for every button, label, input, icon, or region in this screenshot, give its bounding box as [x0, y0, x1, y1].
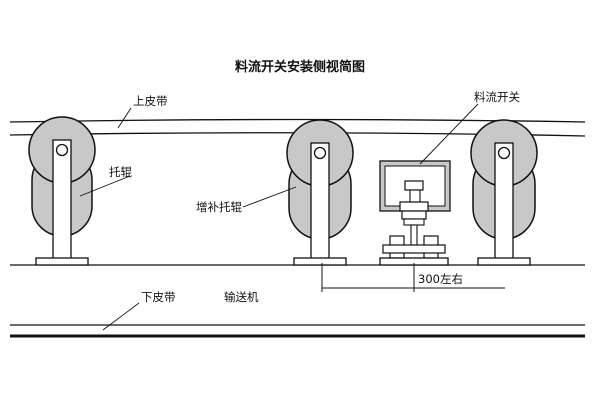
lower-belt-label: 下皮带 — [141, 290, 176, 304]
flow-switch-stem — [410, 224, 418, 246]
idler-roller-left — [28, 116, 96, 266]
extra-idler-roller-middle — [286, 119, 354, 266]
lower-belt — [10, 324, 585, 338]
leader-extra-idler — [242, 186, 297, 208]
support-base — [35, 257, 89, 266]
flow-switch-rod — [409, 189, 421, 203]
support-post — [310, 142, 330, 261]
idler-label: 托辊 — [109, 165, 132, 179]
spacing-label: 300左右 — [418, 272, 463, 286]
support-base — [293, 257, 347, 266]
flow-switch-nut-2 — [401, 210, 427, 220]
roller-axle — [313, 146, 327, 160]
flow-switch-nut-1 — [399, 201, 429, 212]
extra-idler-label: 增补托辊 — [196, 200, 242, 214]
leader-upper-belt — [117, 107, 132, 129]
support-base — [477, 257, 531, 266]
flow-switch-assembly — [379, 160, 451, 266]
diagram-title: 料流开关安装侧视简图 — [235, 59, 365, 75]
upper-belt-label: 上皮带 — [133, 94, 168, 108]
leader-idler — [79, 175, 131, 197]
leader-flow-switch — [419, 103, 479, 165]
support-post — [52, 139, 72, 261]
leader-lines — [79, 103, 479, 331]
roller-axle — [55, 143, 69, 157]
conveyor-label: 输送机 — [224, 290, 259, 304]
idler-roller-right — [470, 119, 538, 266]
spacing-dimension: 300左右 — [321, 263, 505, 292]
flow-switch-mount-plate — [382, 244, 446, 254]
roller-axle — [497, 146, 511, 160]
support-post — [494, 142, 514, 261]
flow-switch-nut-top — [404, 180, 424, 191]
leader-lower-belt — [102, 302, 140, 331]
flow-switch-label: 料流开关 — [474, 90, 520, 104]
flow-switch-nut-3 — [403, 218, 425, 226]
